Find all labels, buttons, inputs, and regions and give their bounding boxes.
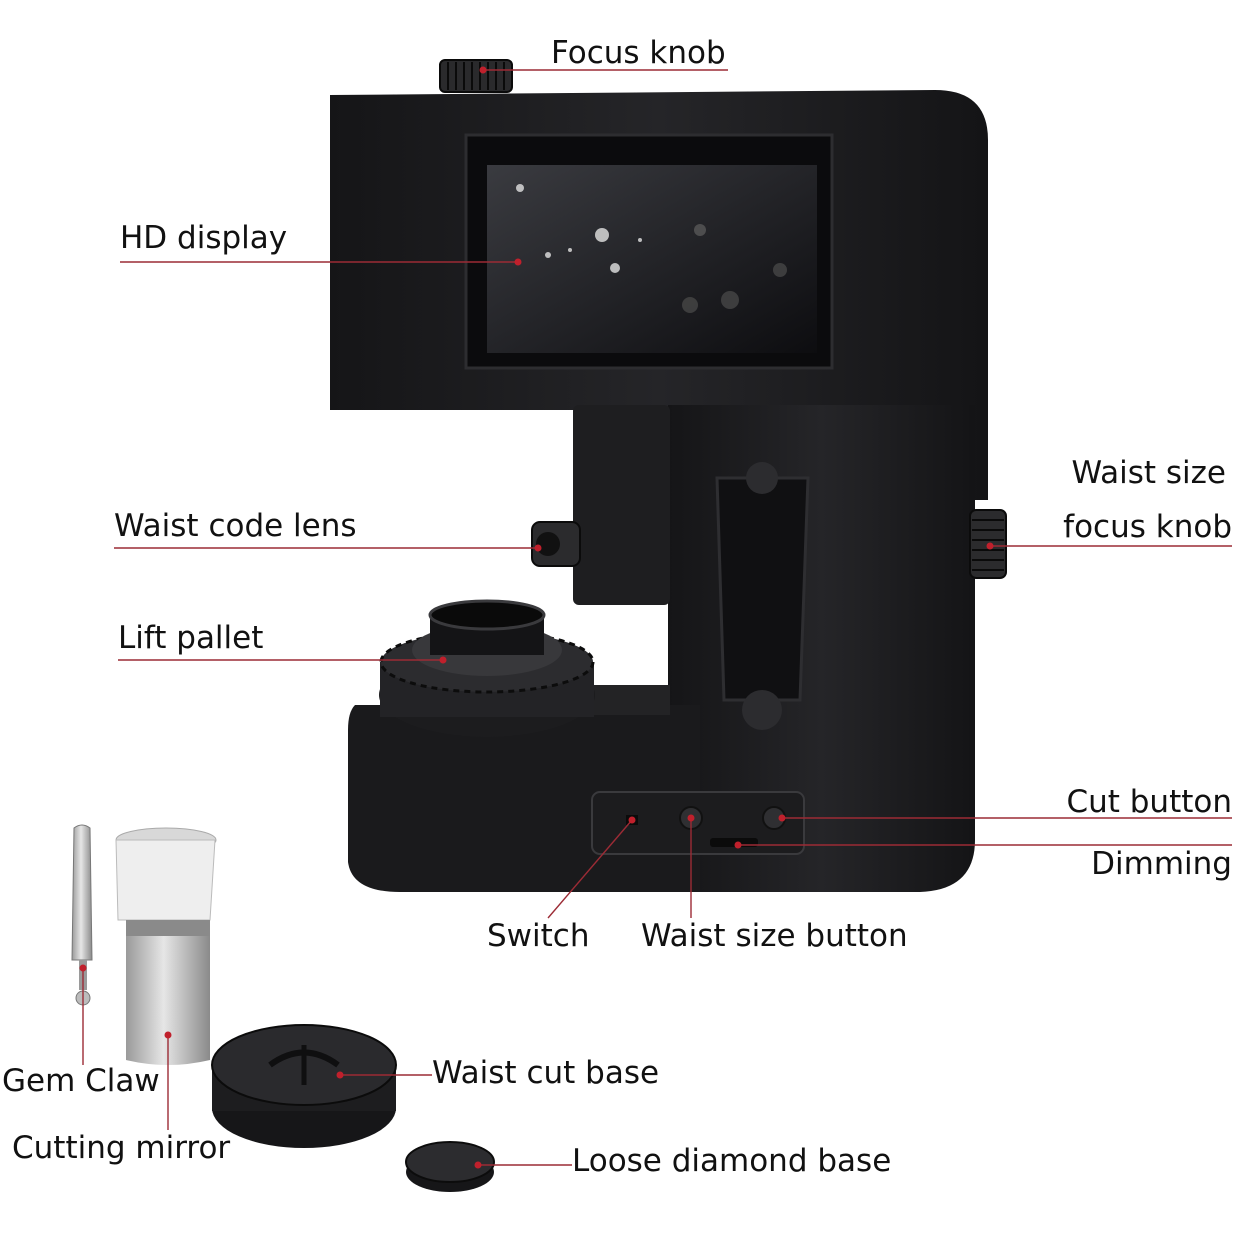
label-waist-size-button: Waist size button bbox=[641, 918, 908, 954]
lens-barrel bbox=[573, 405, 670, 605]
label-loose-diamond-base: Loose diamond base bbox=[572, 1143, 892, 1179]
screen-gem-particles bbox=[516, 184, 787, 313]
label-waist-cut-base: Waist cut base bbox=[432, 1055, 660, 1091]
label-cut-button: Cut button bbox=[1066, 784, 1232, 820]
label-waist-size-line1: Waist size bbox=[1071, 455, 1226, 491]
slot-top-ball bbox=[746, 462, 778, 494]
waist-code-lens-shape bbox=[531, 521, 581, 567]
label-dimming: Dimming bbox=[1091, 846, 1232, 882]
slot-bottom-ball bbox=[742, 690, 782, 730]
label-lift-pallet: Lift pallet bbox=[118, 620, 264, 656]
gem-claw-tool bbox=[71, 824, 93, 1006]
label-switch: Switch bbox=[487, 918, 590, 954]
focus-knob-ridges bbox=[447, 62, 505, 90]
focus-knob-shape bbox=[439, 59, 513, 93]
hd-display-screen bbox=[487, 165, 817, 353]
loose-diamond-base-part bbox=[405, 1141, 495, 1192]
cutting-mirror-tube bbox=[115, 827, 217, 1065]
vertical-slot bbox=[715, 476, 810, 702]
label-waist-size-line2: focus knob bbox=[1063, 509, 1232, 545]
leader-switch bbox=[547, 819, 633, 919]
label-focus-knob: Focus knob bbox=[551, 35, 726, 71]
lift-pallet-shape bbox=[379, 599, 595, 737]
leader-lines bbox=[82, 69, 1232, 1166]
gem-cutting-machine bbox=[330, 59, 1007, 892]
label-gem-claw: Gem Claw bbox=[2, 1063, 160, 1099]
waist-knob-ridges bbox=[972, 519, 1004, 571]
label-hd-display: HD display bbox=[120, 220, 288, 256]
label-cutting-mirror: Cutting mirror bbox=[12, 1130, 231, 1166]
leader-endpoints bbox=[79, 66, 994, 1169]
label-waist-code-lens: Waist code lens bbox=[114, 508, 357, 544]
waist-cut-base-part bbox=[211, 1024, 397, 1148]
